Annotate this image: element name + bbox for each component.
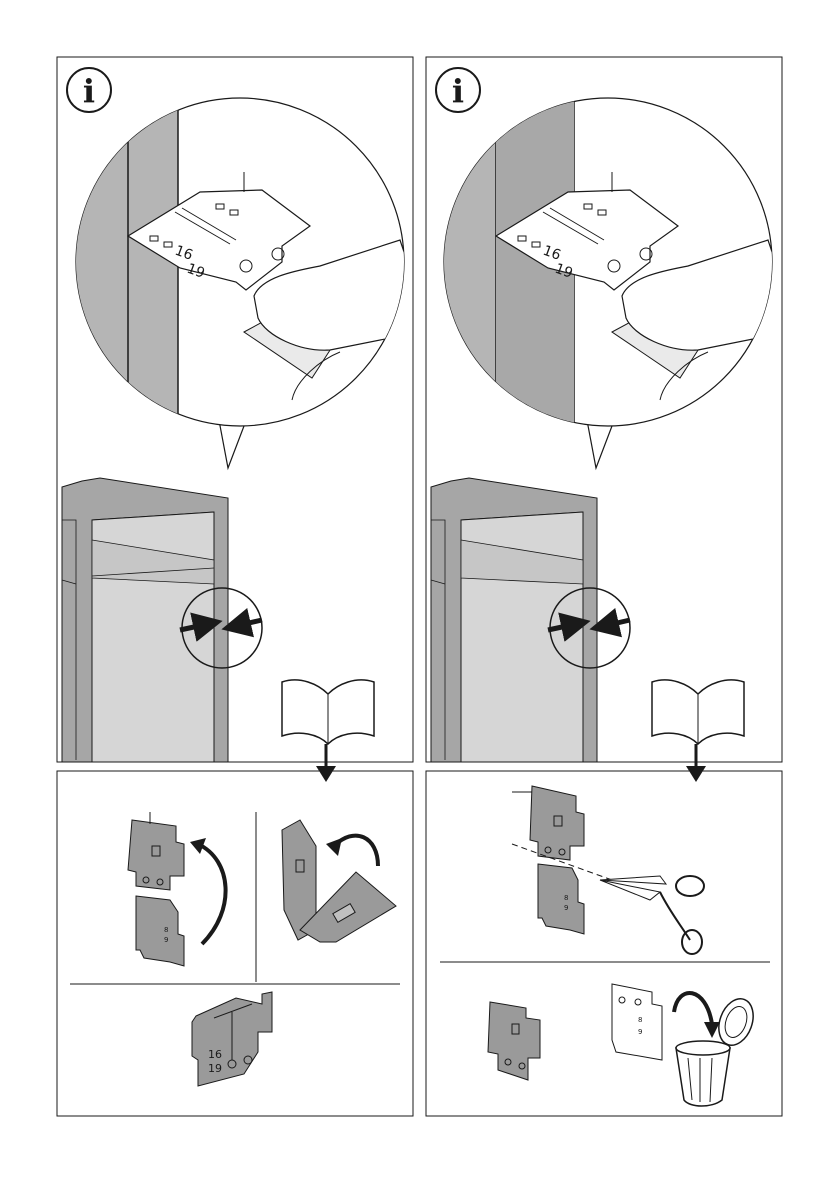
info-icon: i xyxy=(67,68,111,112)
label-8: 8 xyxy=(164,926,168,934)
bracket-part-upright: 8 9 xyxy=(128,812,184,966)
bracket-kept xyxy=(488,1002,540,1080)
panel-bottom-left: 8 9 16 19 xyxy=(70,812,400,1086)
rotate-arrow-icon xyxy=(674,993,712,1024)
panel-top-right: i 16 19 xyxy=(430,68,798,782)
label-8: 8 xyxy=(638,1016,642,1024)
panel-bottom-right-frame xyxy=(426,771,782,1116)
arrow-down-icon xyxy=(316,766,336,782)
rotate-arrow-icon xyxy=(198,844,226,944)
panel-bottom-right: 8 9 8 9 xyxy=(440,786,770,1106)
label-16: 16 xyxy=(208,1048,222,1061)
cabinet xyxy=(62,478,228,762)
trash-bin-icon xyxy=(676,994,759,1106)
arrow-left-icon xyxy=(236,620,262,626)
cabinet xyxy=(431,478,597,762)
bracket-discarded: 8 9 xyxy=(612,984,662,1060)
label-9: 9 xyxy=(638,1028,642,1036)
bracket-folded-result: 16 19 xyxy=(192,992,272,1086)
label-8: 8 xyxy=(564,894,568,902)
bracket-part-cut: 8 9 xyxy=(530,786,584,934)
label-9: 9 xyxy=(164,936,168,944)
info-symbol: i xyxy=(83,72,95,110)
scissors-icon xyxy=(600,876,704,954)
arrow-down-icon xyxy=(686,766,706,782)
info-icon: i xyxy=(436,68,480,112)
label-19: 19 xyxy=(208,1062,222,1075)
panel-top-left: i 16 19 xyxy=(60,68,430,782)
manual-book-icon xyxy=(652,680,744,744)
bracket-part-folding xyxy=(282,820,396,942)
label-9: 9 xyxy=(564,904,568,912)
arrow-left-icon xyxy=(604,620,630,626)
info-symbol: i xyxy=(452,72,464,110)
manual-book-icon xyxy=(282,680,374,744)
